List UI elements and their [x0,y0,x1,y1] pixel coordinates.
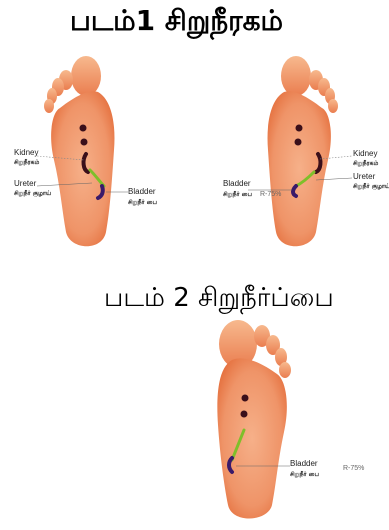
bladder-foot: Bladder சிறுநீர் பை R-75% [217,320,364,519]
ureter-label: Ureter [353,172,376,181]
kidney-label-ta: சிறுநீரகம் [14,159,39,166]
bladder-label-ta: சிறுநீர் பை [223,191,252,198]
bladder-label-ta: சிறுநீர் பை [128,199,157,206]
ratio-label: R-75% [260,191,281,198]
reflex-point-1 [242,395,249,402]
big-toe [71,56,101,96]
toe-5 [279,362,291,378]
right-foot: Kidney சிறுநீரகம் Ureter சிறுநீர் குழாய்… [223,56,389,246]
reflex-point-2 [241,411,248,418]
bladder-label: Bladder [223,179,251,188]
bladder-label-ta: சிறுநீர் பை [290,471,319,478]
kidney-label-ta: சிறுநீரகம் [353,160,378,167]
reflex-point-2 [295,139,302,146]
reflex-point-1 [80,125,87,132]
kidney-label: Kidney [353,149,377,158]
ureter-label: Ureter [14,179,37,188]
toe-5 [44,99,54,113]
ureter-label-ta: சிறுநீர் குழாய் [14,190,51,198]
big-toe [281,56,311,96]
kidney-label: Kidney [14,148,38,157]
ratio-label: R-75% [343,465,364,472]
sole [217,358,287,518]
bladder-label: Bladder [128,187,156,196]
left-foot: Kidney சிறுநீரகம் Ureter சிறுநீர் குழாய்… [14,56,157,246]
reflex-point-2 [81,139,88,146]
bladder-label: Bladder [290,459,318,468]
toe-5 [328,99,338,113]
ureter-label-ta: சிறுநீர் குழாய் [353,183,389,191]
reflex-point-1 [296,125,303,132]
